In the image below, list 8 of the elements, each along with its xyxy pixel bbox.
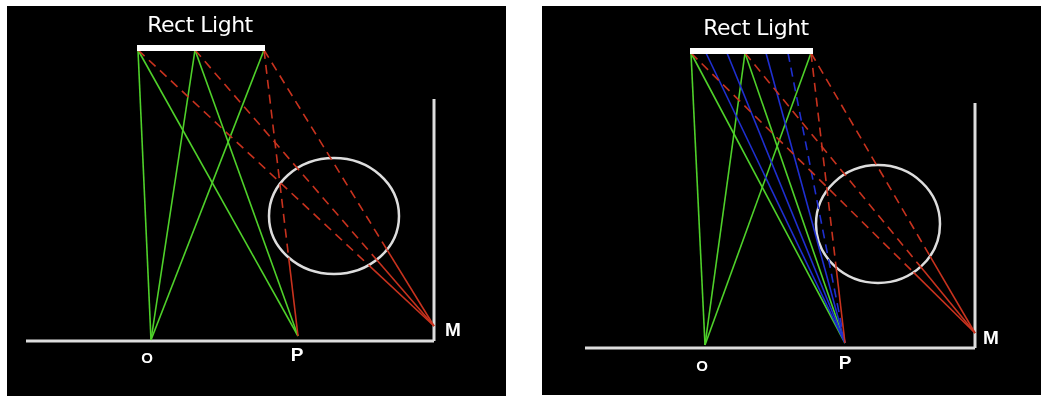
- point-label: P: [290, 344, 304, 364]
- point-label: O: [141, 349, 153, 365]
- light-label: Rect Light: [147, 14, 253, 36]
- point-label: P: [838, 352, 852, 372]
- point-label: M: [983, 327, 999, 347]
- point-label: M: [445, 319, 461, 339]
- light-label: Rect Light: [703, 17, 809, 39]
- point-label: O: [696, 357, 708, 373]
